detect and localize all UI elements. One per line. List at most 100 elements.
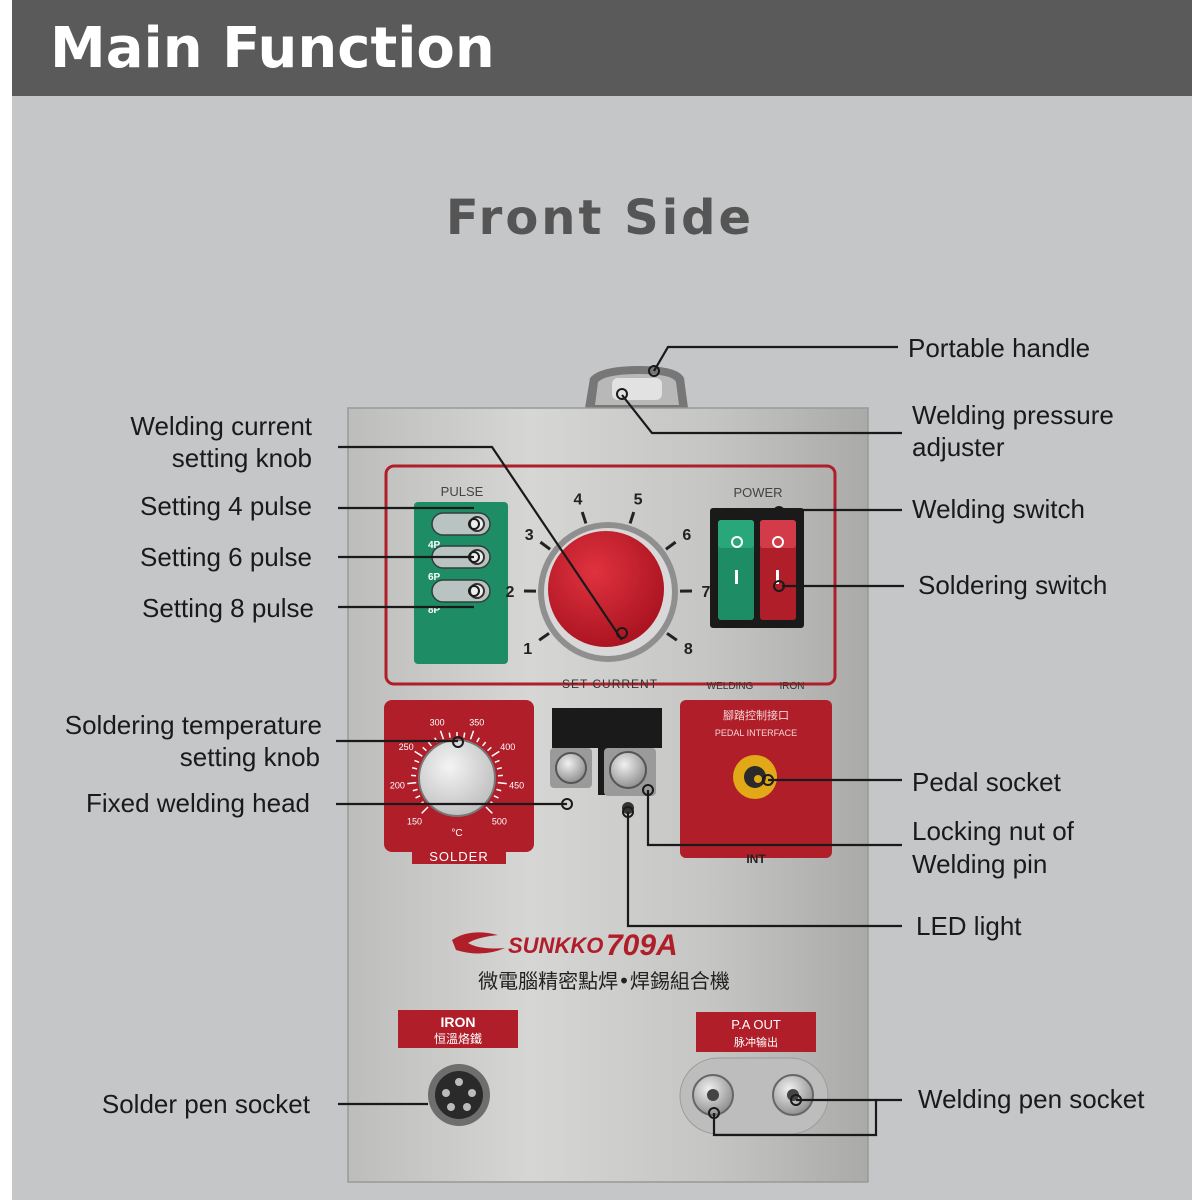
temp-scale-number: 250 xyxy=(399,742,414,752)
leader-pressure-adjuster xyxy=(621,394,902,435)
welding-head xyxy=(550,708,662,814)
leader-current-knob xyxy=(338,445,623,641)
label-solder-temp-2: setting knob xyxy=(180,742,320,772)
temp-dial-tick xyxy=(448,732,451,738)
label-pedal-socket: Pedal socket xyxy=(912,767,1062,797)
label-pressure-1: Welding pressure xyxy=(912,400,1114,430)
welding-rocker-switch[interactable] xyxy=(718,520,754,620)
leader-led-light xyxy=(626,812,902,928)
leader-portable-handle xyxy=(653,345,898,372)
callout-endpoints xyxy=(452,365,802,1119)
temp-dial-tick xyxy=(415,795,421,799)
label-solder-pen-socket: Solder pen socket xyxy=(102,1089,311,1119)
temp-dial-tick xyxy=(414,759,420,764)
label-current-knob-2: setting knob xyxy=(172,443,312,473)
leader-locking-nut xyxy=(646,790,902,847)
leader-welding-pen-left xyxy=(712,1098,902,1137)
iron-label: IRON xyxy=(441,1014,476,1030)
temp-scale-number: 150 xyxy=(407,816,422,826)
temp-dial-tick xyxy=(412,788,418,792)
pedal-cn-label: 腳踏控制接口 xyxy=(723,708,789,722)
temp-dial-tick xyxy=(496,767,503,770)
current-dial-number: 6 xyxy=(682,527,691,544)
label-portable-handle: Portable handle xyxy=(908,333,1090,363)
temp-unit: °C xyxy=(451,828,462,839)
iron-switch-label: IRON xyxy=(780,681,805,692)
temp-dial-tick xyxy=(497,781,507,785)
label-pressure-2: adjuster xyxy=(912,432,1005,462)
temp-dial-tick xyxy=(493,795,499,799)
control-panel-outline xyxy=(384,464,837,686)
label-fixed-head: Fixed welding head xyxy=(86,788,310,818)
welding-pen-socket-left[interactable] xyxy=(692,1074,734,1116)
current-dial-number: 4 xyxy=(573,492,582,509)
pulse-8-mark: 8P xyxy=(428,605,441,616)
temp-scale-number: 300 xyxy=(430,717,445,727)
current-dial-number: 1 xyxy=(523,641,532,658)
label-welding-switch: Welding switch xyxy=(912,494,1085,524)
iron-cn-label: 恒溫烙鐵 xyxy=(434,1031,482,1046)
current-dial-number: 7 xyxy=(702,584,711,601)
pa-out-cn-label: 脉冲输出 xyxy=(734,1035,778,1049)
label-led-light: LED light xyxy=(916,911,1022,941)
current-dial-number: 8 xyxy=(684,641,693,658)
pulse-4-button[interactable] xyxy=(431,512,491,536)
temp-scale-number: 200 xyxy=(390,781,405,791)
current-dial-tick xyxy=(538,632,550,642)
temp-scale-number: 400 xyxy=(500,742,515,752)
power-label: POWER xyxy=(733,485,782,500)
welding-current-knob[interactable] xyxy=(548,531,664,647)
callout-lines xyxy=(336,345,904,1137)
temp-dial-tick xyxy=(427,741,433,747)
label-current-knob-1: Welding current xyxy=(130,411,312,441)
section-subtitle: Front Side xyxy=(446,190,754,246)
sunkko-logo: SUNKKO 709A xyxy=(452,929,678,962)
pulse-8-button[interactable] xyxy=(431,579,491,603)
temp-dial-tick xyxy=(485,806,493,814)
solder-label-plate xyxy=(412,848,506,864)
chinese-tagline: 微電腦精密點焊•焊錫組合機 xyxy=(478,969,730,993)
temp-dial-tick xyxy=(407,781,417,785)
current-dial-number: 3 xyxy=(525,527,534,544)
pa-out-label-plate xyxy=(696,1012,816,1052)
current-dial-tick xyxy=(628,511,636,524)
temp-scale-number: 450 xyxy=(509,781,524,791)
pulse-panel-label: PULSE xyxy=(441,484,484,499)
soldering-rocker-switch[interactable] xyxy=(760,520,796,620)
label-pulse6: Setting 6 pulse xyxy=(140,542,312,572)
temp-scale-number: 350 xyxy=(469,717,484,727)
brand-name: SUNKKO xyxy=(508,933,603,958)
temp-dial-tick xyxy=(481,741,487,747)
label-pulse8: Setting 8 pulse xyxy=(142,593,314,623)
pedal-en-label: PEDAL INTERFACE xyxy=(715,728,797,738)
solder-pen-socket[interactable] xyxy=(428,1064,490,1126)
current-dial-tick xyxy=(666,632,678,642)
solder-label: SOLDER xyxy=(429,849,488,864)
label-soldering-switch: Soldering switch xyxy=(918,570,1107,600)
portable-handle-shape xyxy=(585,366,688,408)
label-locking-nut-1: Locking nut of xyxy=(912,816,1075,846)
header-bar xyxy=(12,0,1192,96)
current-dial-tick xyxy=(580,511,588,524)
temp-dial-tick xyxy=(491,750,500,757)
temp-dial-tick xyxy=(411,767,418,770)
label-pulse4: Setting 4 pulse xyxy=(140,491,312,521)
current-dial-number: 2 xyxy=(506,584,515,601)
int-label: INT xyxy=(746,852,766,866)
temp-dial-tick xyxy=(439,730,445,740)
temp-dial-tick xyxy=(422,746,427,752)
temp-dial-tick xyxy=(469,730,475,740)
temp-dial-tick xyxy=(476,737,480,743)
label-locking-nut-2: Welding pin xyxy=(912,849,1047,879)
callout-labels: Portable handle Welding pressure adjuste… xyxy=(65,333,1145,1119)
page-title: Main Function xyxy=(50,16,495,81)
model-number: 709A xyxy=(606,929,678,962)
temp-dial-ticks xyxy=(407,730,507,814)
current-dial-number: 5 xyxy=(634,492,643,509)
iron-label-plate xyxy=(398,1010,518,1048)
pa-out-label: P.A OUT xyxy=(731,1017,781,1032)
temp-dial-tick xyxy=(414,750,423,757)
